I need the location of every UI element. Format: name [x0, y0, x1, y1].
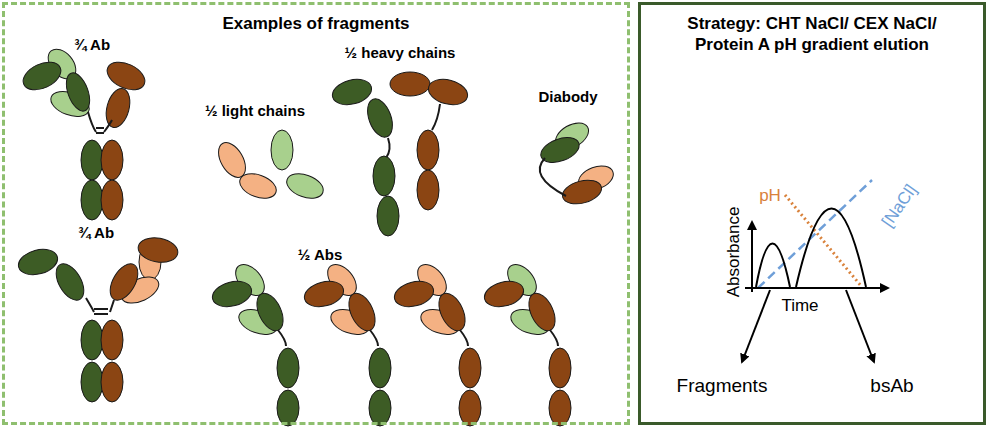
outcome-label: Fragments [677, 375, 768, 397]
fragment-label: ½ heavy chains [345, 44, 456, 61]
fragment-label: ¾ Ab [78, 224, 114, 241]
curve-label: pH [759, 186, 781, 206]
curve-label: [NaCl] [878, 181, 921, 231]
axis-label: Time [781, 296, 818, 316]
panel-heading: Examples of fragments [25, 13, 607, 34]
outcome-label: bsAb [870, 375, 913, 397]
panel-box: Strategy: CHT NaCl/ CEX NaCl/ Protein A … [638, 2, 986, 425]
panel-heading: Strategy: CHT NaCl/ CEX NaCl/ Protein A … [661, 13, 963, 56]
fragment-label: ¾ Ab [74, 36, 110, 53]
panel-box: Examples of fragments [2, 2, 630, 425]
fragment-label: ½ Abs [298, 246, 342, 263]
fragment-label: ½ light chains [205, 102, 305, 119]
axis-label: Absorbance [724, 207, 744, 298]
fragment-label: Diabody [538, 88, 597, 105]
